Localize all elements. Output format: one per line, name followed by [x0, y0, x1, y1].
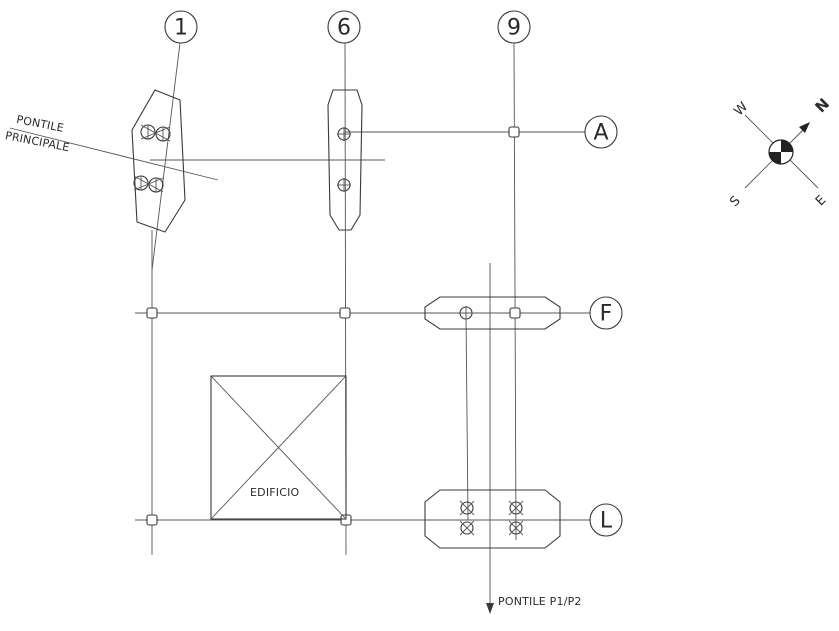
compass-rose: W N S E [727, 95, 833, 210]
pile-symbol [140, 124, 171, 142]
compass-center-icon [768, 139, 794, 165]
pile-marker-6F [339, 307, 351, 319]
pile-symbol [337, 178, 351, 192]
dock-row-F [424, 296, 561, 330]
pile-marker-9F [509, 307, 521, 319]
compass-north-label: N [812, 95, 834, 117]
pile-marker-1F [146, 307, 158, 319]
compass-east-label: E [813, 193, 830, 210]
arrow-head [486, 603, 494, 614]
pontile-leader-line [9, 127, 219, 181]
grid-bubble-row-L: L [589, 503, 623, 537]
pontile-principale-dock [9, 89, 219, 233]
pile-marker-1L [146, 514, 158, 526]
pile-symbol [459, 306, 473, 320]
grid-bubble-row-A: A [584, 115, 618, 149]
pile-symbol [508, 500, 524, 536]
svg-text:L: L [600, 509, 613, 534]
svg-text:1: 1 [174, 16, 188, 41]
grid-bubble-col-6: 6 [327, 10, 361, 44]
grid-lines [135, 42, 590, 605]
pontile-principale-label: PONTILE PRINCIPALE [4, 113, 71, 154]
pile-marker-9A [508, 126, 520, 138]
grid-line-col-9 [513, 42, 517, 541]
grid-bubble-col-1: 1 [164, 10, 198, 44]
north-arrow-icon [799, 122, 810, 133]
dock-row-L [424, 489, 561, 549]
svg-text:9: 9 [507, 16, 521, 41]
dock-col-6 [327, 89, 363, 231]
edificio-building: EDIFICIO [210, 375, 347, 520]
svg-text:6: 6 [337, 16, 351, 41]
pile-symbol [459, 500, 475, 536]
pontile-p1p2-arrow: PONTILE P1/P2 [486, 595, 582, 614]
svg-text:F: F [600, 302, 613, 327]
svg-text:A: A [593, 121, 608, 146]
pile-symbol [133, 175, 164, 193]
compass-south-label: S [727, 193, 744, 210]
dock-connection-line [465, 312, 469, 521]
pile-symbol [337, 127, 351, 141]
grid-bubble-row-F: F [589, 296, 623, 330]
grid-line-col-1-upper [151, 42, 181, 271]
grid-bubble-col-9: 9 [497, 10, 531, 44]
grid-pile-markers [146, 126, 520, 526]
edificio-label: EDIFICIO [250, 486, 300, 499]
pontile-p1p2-label: PONTILE P1/P2 [498, 595, 582, 608]
compass-west-label: W [732, 99, 752, 119]
